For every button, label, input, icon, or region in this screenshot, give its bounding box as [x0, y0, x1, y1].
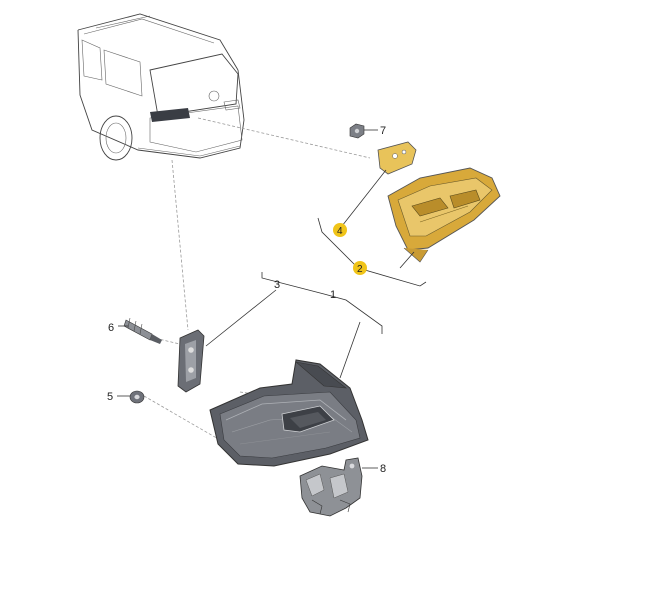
callout-label-6: 6: [108, 322, 114, 334]
car-wheel: [99, 115, 133, 161]
part-6-bolt: [123, 317, 162, 344]
leader-lines: [117, 129, 427, 469]
car-tail-lamp: [150, 108, 190, 122]
callout-label-4: 4: [337, 226, 343, 237]
part-3-gasket: [177, 329, 205, 393]
callout-3[interactable]: 3: [274, 279, 280, 291]
callout-8[interactable]: 8: [380, 463, 386, 475]
callout-label-5: 5: [107, 391, 113, 403]
callout-2[interactable]: 2: [353, 261, 367, 275]
callout-label-8: 8: [380, 463, 386, 475]
car-illustration: [77, 13, 245, 161]
part-7-nut: [349, 123, 365, 139]
part-1-outer-tail-lamp: [209, 359, 369, 467]
callout-label-3: 3: [274, 279, 280, 291]
part-5-nut: [129, 390, 145, 404]
callout-2-highlight: [353, 261, 367, 275]
callout-1[interactable]: 1: [330, 289, 336, 301]
part-4-bracket: [377, 141, 417, 175]
callout-4-highlight: [333, 223, 347, 237]
callout-label-7: 7: [380, 125, 386, 137]
callout-4[interactable]: 4: [333, 223, 347, 237]
callout-7[interactable]: 7: [380, 125, 386, 137]
callout-6[interactable]: 6: [108, 322, 114, 334]
part-8-mounting-bracket: [299, 457, 363, 517]
callout-label-2: 2: [357, 264, 363, 275]
part-2-inner-tail-lamp: [387, 167, 501, 263]
callout-label-1: 1: [330, 289, 336, 301]
callout-5[interactable]: 5: [107, 391, 113, 403]
